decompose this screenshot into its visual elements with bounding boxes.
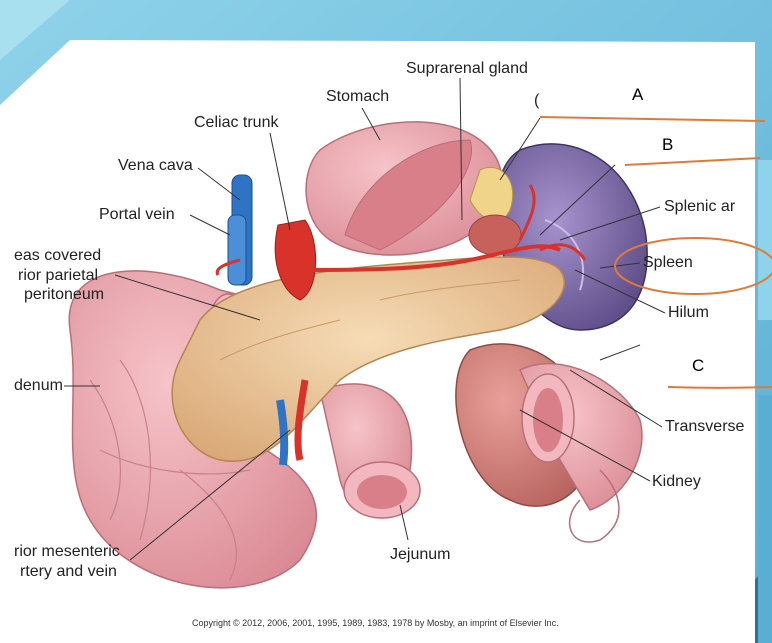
answer-annotations	[539, 116, 772, 389]
answer-line-b	[624, 157, 761, 166]
label-stomach: Stomach	[326, 88, 390, 105]
label-duodenum: denum	[14, 377, 63, 394]
answer-letter-b: B	[662, 135, 674, 154]
label-celiac-trunk: Celiac trunk	[194, 114, 279, 131]
label-spleen: Spleen	[643, 254, 693, 271]
celiac-trunk-shape	[274, 219, 317, 301]
label-pancreas-line-3: peritoneum	[24, 286, 105, 303]
pancreas-shape	[171, 256, 566, 463]
label-mesenteric-line-2: rtery and vein	[20, 563, 117, 580]
splenic-artery-shape	[299, 244, 561, 272]
copyright-notice: Copyright © 2012, 2006, 2001, 1995, 1989…	[192, 618, 559, 628]
answer-letter-a: A	[632, 85, 644, 104]
label-pancreas-line-1: eas covered	[14, 247, 102, 264]
answer-line-c	[667, 386, 772, 389]
label-kidney: Kidney	[652, 473, 701, 490]
label-pancreas-line-2: rior parietal	[18, 267, 99, 284]
label-hilum: Hilum	[668, 304, 709, 321]
label-mesenteric-line-1: rior mesenteric	[14, 543, 120, 560]
label-jejunum: Jejunum	[390, 546, 451, 563]
label-splenic-artery: Splenic ar	[664, 198, 736, 215]
label-transverse: Transverse	[665, 418, 745, 435]
label-portal-vein: Portal vein	[99, 206, 175, 223]
answer-line-a	[539, 116, 766, 122]
label-fragment: (	[534, 92, 540, 109]
label-suprarenal-gland: Suprarenal gland	[406, 60, 528, 77]
spleen-highlight-circle	[614, 237, 772, 295]
label-vena-cava: Vena cava	[118, 157, 193, 174]
answer-letter-c: C	[692, 356, 705, 375]
